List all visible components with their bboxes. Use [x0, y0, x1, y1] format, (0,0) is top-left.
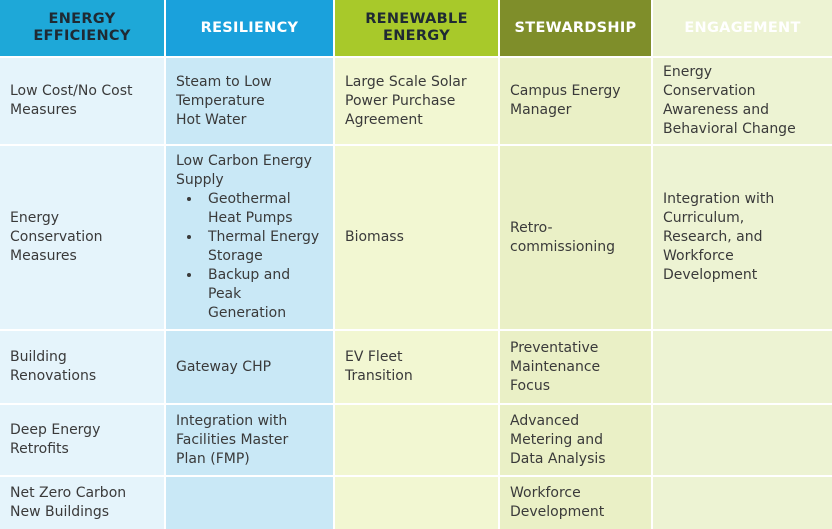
cell-stewardship-row2: Retro- commissioning — [500, 146, 653, 329]
header-engagement: ENGAGEMENT — [653, 0, 832, 56]
cell-line: Low Carbon Energy — [176, 153, 312, 169]
cell-line: Power Purchase — [345, 92, 456, 109]
header-renewable-energy: RENEWABLE ENERGY — [335, 0, 500, 56]
cell-line: Low Cost/No Cost — [10, 83, 133, 99]
cell-line: Retro- — [510, 219, 553, 236]
cell-line: Workforce — [663, 248, 734, 264]
cell-resiliency-row3: Gateway CHP — [166, 331, 335, 403]
cell-line: Net Zero Carbon — [10, 485, 127, 501]
bullet-item: Geothermal Heat Pumps — [202, 190, 327, 228]
cell-stewardship-row5: Workforce Development — [500, 477, 653, 529]
cell-renewable-row1: Large Scale Solar Power Purchase Agreeme… — [335, 58, 500, 144]
cell-renewable-row5 — [335, 477, 500, 529]
cell-resiliency-row1: Steam to Low Temperature Hot Water — [166, 58, 335, 144]
cell-resiliency-row2: Low Carbon Energy Supply Geothermal Heat… — [166, 146, 335, 329]
cell-engagement-row1: Energy Conservation Awareness and Behavi… — [653, 58, 832, 144]
cell-engagement-row5 — [653, 477, 832, 529]
cell-stewardship-row4: Advanced Metering and Data Analysis — [500, 405, 653, 475]
cell-line: Building — [10, 349, 67, 365]
cell-line: Maintenance — [510, 358, 601, 375]
cell-engagement-row3 — [653, 331, 832, 403]
cell-line: Geothermal — [208, 191, 291, 207]
cell-line: Deep Energy — [10, 422, 101, 438]
cell-line: Facilities Master — [176, 431, 289, 448]
cell-line: Curriculum, — [663, 210, 745, 226]
cell-line: Conservation — [10, 229, 103, 245]
cell-line: Large Scale Solar — [345, 73, 467, 90]
cell-line: Manager — [510, 102, 572, 118]
cell-line: Integration with — [663, 191, 775, 207]
header-line: RENEWABLE — [365, 11, 468, 27]
cell-line: Plan (FMP) — [176, 450, 250, 467]
cell-resiliency-row4: Integration with Facilities Master Plan … — [166, 405, 335, 475]
cell-line: Supply — [176, 172, 224, 188]
cell-line: Hot Water — [176, 111, 247, 128]
cell-line: Renovations — [10, 368, 97, 384]
cell-line: Agreement — [345, 111, 423, 128]
cell-efficiency-row1: Low Cost/No Cost Measures — [0, 58, 166, 144]
cell-renewable-row3: EV Fleet Transition — [335, 331, 500, 403]
cell-engagement-row2: Integration with Curriculum, Research, a… — [653, 146, 832, 329]
cell-line: Research, and — [663, 229, 763, 245]
cell-line: Energy — [10, 210, 60, 226]
cell-line: Backup and — [208, 267, 291, 283]
bullet-item: Backup and Peak Generation — [202, 266, 327, 323]
cell-line: Campus Energy — [510, 83, 621, 99]
cell-line: Gateway CHP — [176, 358, 272, 375]
cell-line: Development — [663, 267, 758, 283]
header-line: EFFICIENCY — [33, 28, 131, 44]
cell-efficiency-row5: Net Zero Carbon New Buildings — [0, 477, 166, 529]
header-line: ENGAGEMENT — [684, 19, 801, 36]
cell-line: Conservation — [663, 83, 756, 99]
cell-line: Data Analysis — [510, 450, 606, 467]
cell-resiliency-row5 — [166, 477, 335, 529]
cell-line: Storage — [208, 248, 263, 264]
cell-line: Metering and — [510, 431, 603, 448]
header-energy-efficiency: ENERGY EFFICIENCY — [0, 0, 166, 56]
cell-renewable-row2: Biomass — [335, 146, 500, 329]
header-resiliency: RESILIENCY — [166, 0, 335, 56]
cell-line: Integration with — [176, 412, 288, 429]
cell-line: Workforce — [510, 485, 581, 501]
cell-line: Development — [510, 504, 605, 520]
cell-line: Biomass — [345, 229, 404, 245]
cell-line: New Buildings — [10, 504, 110, 520]
cell-line: Thermal Energy — [208, 229, 320, 245]
cell-line: Measures — [10, 248, 77, 264]
cell-line: Behavioral Change — [663, 121, 796, 137]
cell-renewable-row4 — [335, 405, 500, 475]
cell-efficiency-row3: Building Renovations — [0, 331, 166, 403]
cell-engagement-row4 — [653, 405, 832, 475]
cell-line: Heat Pumps — [208, 210, 293, 226]
cell-line: Focus — [510, 377, 550, 394]
cell-line: Transition — [345, 368, 413, 384]
header-line: STEWARDSHIP — [514, 19, 637, 36]
cell-line: Advanced — [510, 412, 580, 429]
cell-line: Temperature — [176, 92, 265, 109]
resiliency-bullet-list: Geothermal Heat Pumps Thermal Energy Sto… — [176, 190, 327, 323]
bullet-item: Thermal Energy Storage — [202, 228, 327, 266]
header-line: ENERGY — [383, 28, 450, 44]
cell-line: Peak — [208, 286, 242, 302]
header-line: ENERGY — [48, 11, 116, 27]
cell-efficiency-row2: Energy Conservation Measures — [0, 146, 166, 329]
cell-line: Awareness and — [663, 102, 769, 118]
cell-line: Retrofits — [10, 441, 69, 457]
header-stewardship: STEWARDSHIP — [500, 0, 653, 56]
cell-line: Energy — [663, 64, 713, 80]
cell-stewardship-row3: Preventative Maintenance Focus — [500, 331, 653, 403]
header-line: RESILIENCY — [200, 19, 299, 36]
cell-line: commissioning — [510, 238, 615, 255]
cell-line: Measures — [10, 102, 77, 118]
cell-efficiency-row4: Deep Energy Retrofits — [0, 405, 166, 475]
cell-line: EV Fleet — [345, 349, 403, 365]
cell-line: Steam to Low — [176, 73, 272, 90]
cell-stewardship-row1: Campus Energy Manager — [500, 58, 653, 144]
cell-line: Generation — [208, 305, 287, 321]
cell-line: Preventative — [510, 339, 599, 356]
